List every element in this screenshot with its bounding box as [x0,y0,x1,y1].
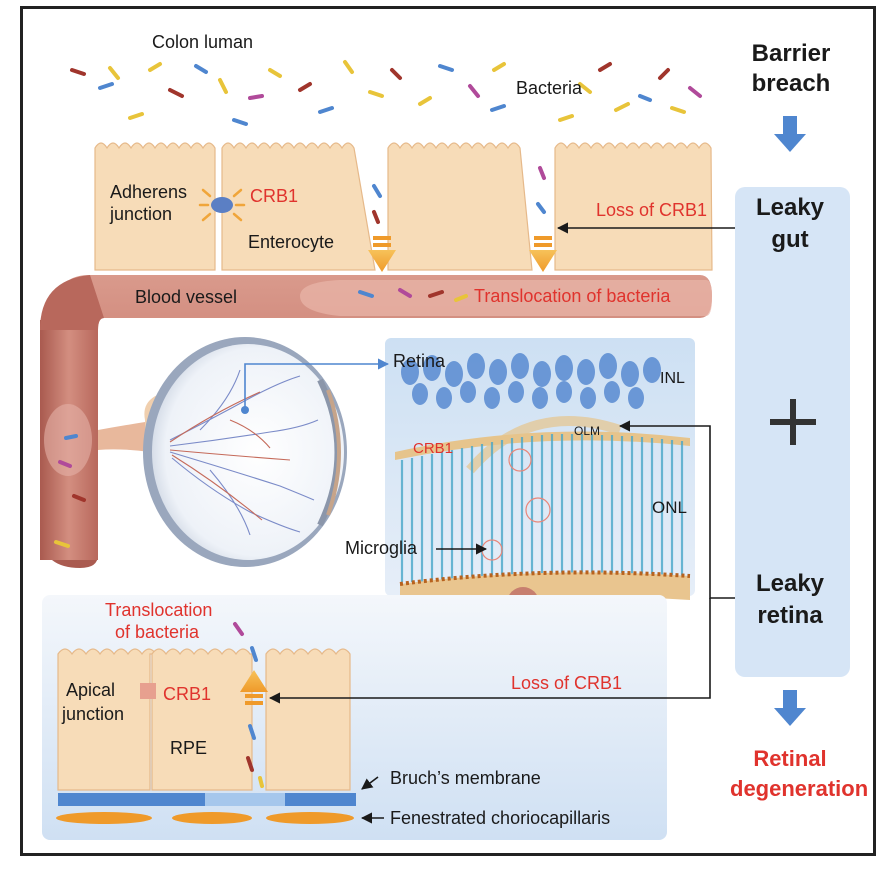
bacteria-cluster [54,60,702,548]
loss-crb1-rpe-label: Loss of CRB1 [511,673,623,693]
translocation-arrow-rpe [240,670,268,705]
crb1-apical-marker [140,683,156,699]
retinal-degeneration-label-2: degeneration [730,776,869,801]
retinal-degeneration-label-1: Retinal [753,746,827,771]
apical-junction-label-1: Apical [66,680,116,700]
eye-illustration [98,337,347,567]
crb1-rpe-label: CRB1 [163,684,212,704]
olm-label: OLM [574,424,601,438]
onl-label: ONL [652,498,687,517]
adherens-junction-icon [198,188,246,222]
leaky-gut-label-2: gut [771,226,809,253]
flow-arrow-1 [774,116,806,152]
enterocyte-layer [94,142,713,271]
barrier-breach-label-1: Barrier [751,40,831,67]
retina-pointer [244,358,390,410]
retina-label: Retina [393,351,446,371]
rpe-panel [42,595,667,840]
translocation-arrow-gut-1 [368,236,396,272]
adherens-junction-label-1: Adherens [110,182,188,202]
rpe-label: RPE [170,738,208,758]
retina-block [385,338,695,619]
translocation-vessel-label: Translocation of bacteria [474,286,671,306]
translocation-rpe-label-2: of bacteria [115,622,200,642]
blood-vessel [40,275,712,568]
leaky-retina-label-2: retina [757,602,823,629]
inl-label: INL [660,370,685,387]
translocation-arrow-gut-2 [529,236,557,272]
apical-junction-label-2: junction [62,704,125,724]
adherens-junction-label-2: junction [110,204,173,224]
plus-icon [770,399,816,445]
bruchs-membrane-label: Bruch’s membrane [390,768,541,788]
enterocyte-label: Enterocyte [248,232,335,252]
flow-arrow-2 [774,690,806,726]
microglia-label: Microglia [345,538,418,558]
translocation-rpe-label-1: Translocation [105,600,213,620]
choriocapillaris-label: Fenestrated choriocapillaris [390,808,611,828]
bacteria-label: Bacteria [516,78,583,98]
loss-crb1-gut-label: Loss of CRB1 [596,200,708,220]
crb1-gut-label: CRB1 [250,186,299,206]
connector-lines [268,222,735,824]
blood-vessel-label: Blood vessel [135,287,238,307]
leaky-gut-label-1: Leaky [755,194,825,221]
barrier-breach-label-2: breach [751,70,831,97]
crb1-retina-label: CRB1 [413,440,454,457]
leaky-retina-label-1: Leaky [755,570,825,597]
colon-lumen-label: Colon luman [152,32,254,52]
